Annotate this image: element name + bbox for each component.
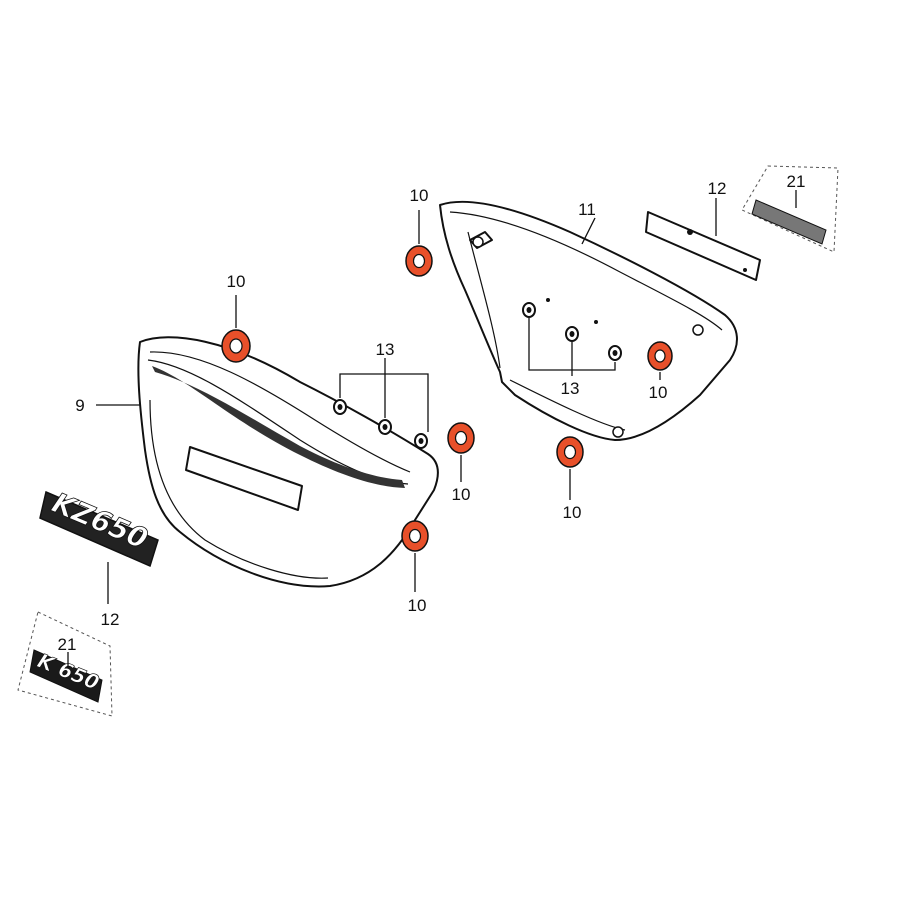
- emblem-plate-right[interactable]: [645, 211, 761, 281]
- grommet[interactable]: [556, 436, 584, 468]
- leader-lines: [67, 190, 797, 668]
- callout-21: 21: [787, 172, 806, 191]
- left-side-cover[interactable]: [137, 336, 439, 588]
- callout-21: 21: [58, 635, 77, 654]
- grommet[interactable]: [405, 245, 433, 277]
- callout-10: 10: [408, 596, 427, 615]
- grommet[interactable]: [401, 520, 429, 552]
- kz650-emblem-left[interactable]: KZ650: [39, 486, 159, 568]
- mount-pin: [472, 236, 484, 248]
- emblem-text: KZ650: [47, 486, 152, 556]
- decal-left[interactable]: K 650: [17, 611, 113, 717]
- mount-pin: [692, 324, 704, 336]
- grommet[interactable]: [447, 422, 475, 454]
- callout-11: 11: [578, 200, 596, 219]
- callout-10: 10: [649, 383, 668, 402]
- grommet[interactable]: [647, 341, 673, 371]
- callout-12: 12: [101, 610, 120, 629]
- callout-13: 13: [561, 379, 580, 398]
- grommet[interactable]: [221, 329, 251, 363]
- mount-pin: [612, 426, 624, 438]
- callout-12: 12: [708, 179, 727, 198]
- decal-right[interactable]: [741, 165, 839, 253]
- right-side-cover[interactable]: [439, 200, 738, 441]
- callout-10: 10: [452, 485, 471, 504]
- nuts-right[interactable]: [522, 302, 622, 361]
- nuts-left[interactable]: [333, 399, 428, 449]
- callout-10: 10: [410, 186, 429, 205]
- callout-10: 10: [227, 272, 246, 291]
- callout-13: 13: [376, 340, 395, 359]
- callout-9: 9: [75, 396, 84, 415]
- callout-10: 10: [563, 503, 582, 522]
